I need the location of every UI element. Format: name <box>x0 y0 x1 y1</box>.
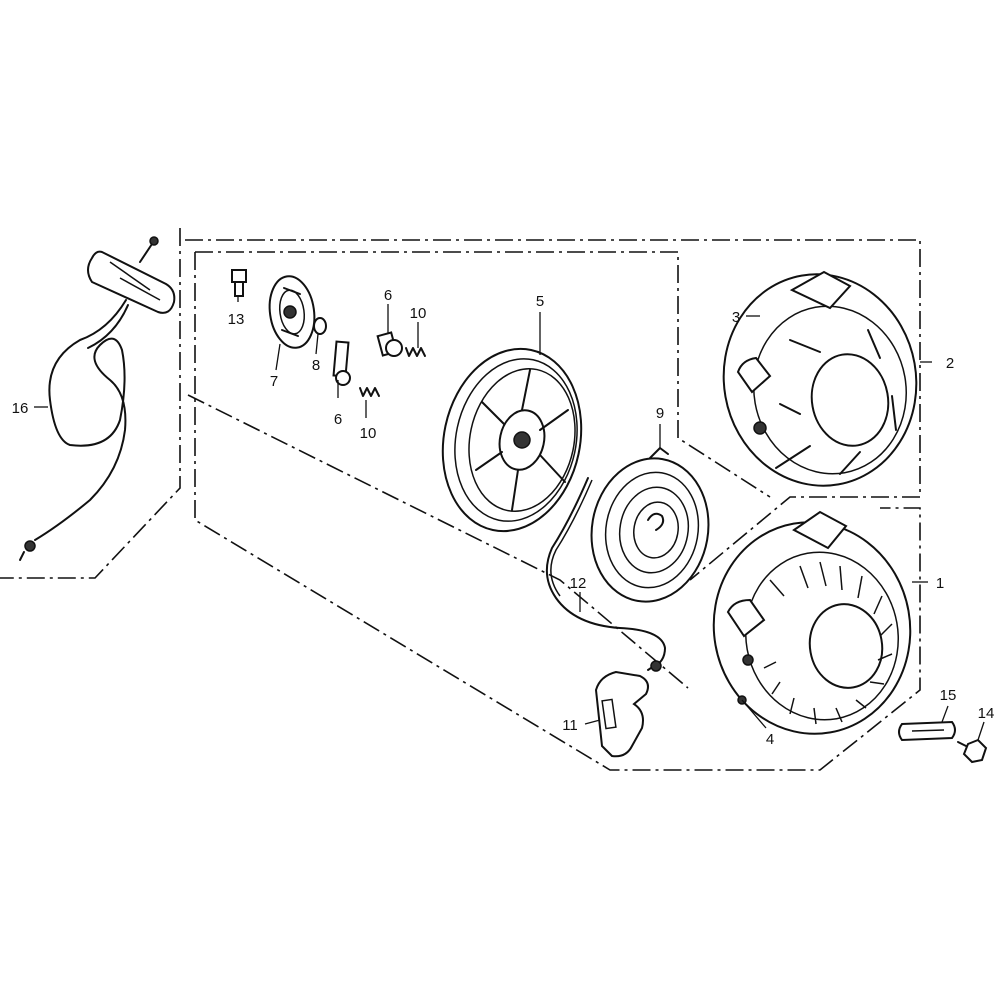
callout-13: 13 <box>228 311 245 328</box>
upper-cover-part <box>722 270 918 487</box>
collar-part <box>898 720 956 742</box>
washer-part <box>313 317 327 335</box>
callout-15: 15 <box>940 687 957 704</box>
callout-6-lower: 6 <box>334 411 342 428</box>
spring-part <box>405 347 426 357</box>
callout-14: 14 <box>978 705 995 722</box>
rope-part <box>550 479 593 597</box>
ratchet-part <box>376 331 403 357</box>
callout-labels: 1 2 3 4 5 6 6 7 8 9 10 10 11 12 13 14 15… <box>12 287 995 748</box>
return-spring-part <box>590 447 710 603</box>
callout-12: 12 <box>570 575 587 592</box>
callout-3: 3 <box>732 309 740 326</box>
callout-8: 8 <box>312 357 320 374</box>
callout-7: 7 <box>270 373 278 390</box>
rope-part <box>545 477 666 669</box>
callout-1: 1 <box>936 575 944 592</box>
callout-11: 11 <box>562 717 578 734</box>
callout-10-lower: 10 <box>360 425 377 442</box>
bolt-part <box>231 269 247 297</box>
callout-5: 5 <box>536 293 544 310</box>
group-boundaries <box>0 228 921 771</box>
callout-16: 16 <box>12 400 29 417</box>
lower-cover-part <box>712 510 912 735</box>
starter-grip-rope-part <box>19 236 176 561</box>
ratchet-part <box>332 340 351 386</box>
callout-2: 2 <box>946 355 954 372</box>
rope-guide-part <box>594 660 662 758</box>
drive-plate-part <box>268 275 316 349</box>
spring-part <box>359 387 380 397</box>
flange-bolt-part <box>957 738 988 764</box>
callout-9: 9 <box>656 405 664 422</box>
leader-lines <box>34 296 985 741</box>
callout-6-upper: 6 <box>384 287 392 304</box>
reel-part <box>441 347 583 533</box>
callout-4: 4 <box>766 731 774 748</box>
callout-10-upper: 10 <box>410 305 427 322</box>
